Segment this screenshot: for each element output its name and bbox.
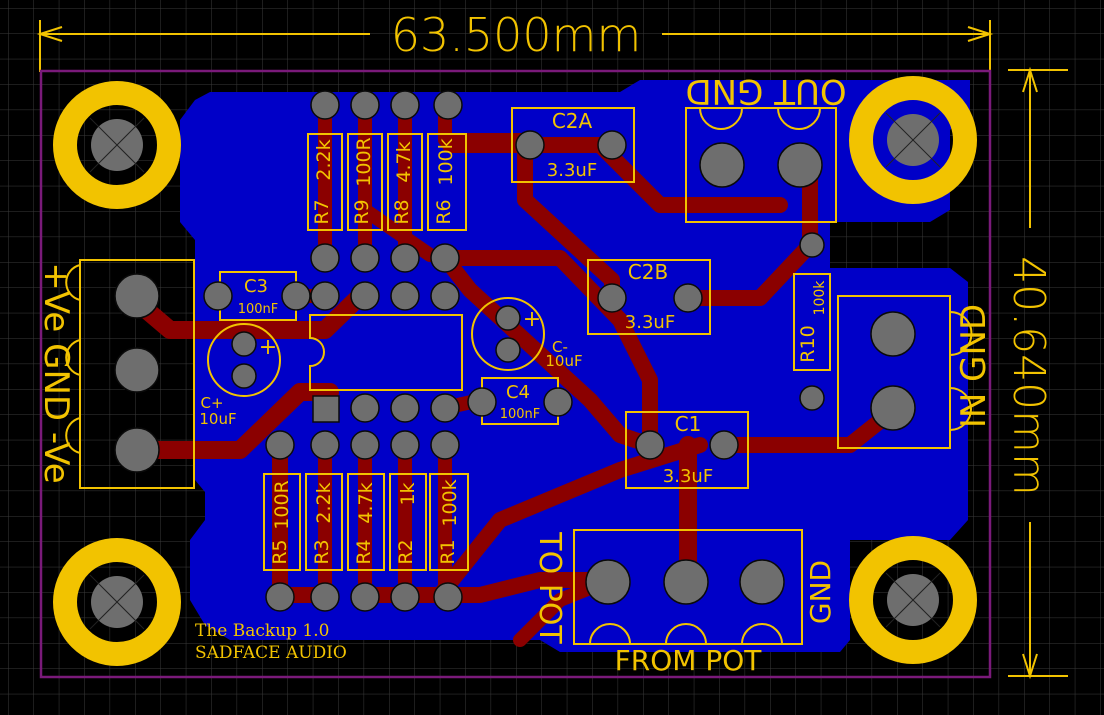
capacitor-c2a: C2A 3.3uF: [511, 107, 635, 183]
c-minus-value: 10uF: [545, 352, 582, 370]
c2b-ref: C2B: [628, 260, 668, 284]
resistor-r2: R2 1k: [389, 473, 427, 571]
board-outline: [39, 69, 992, 679]
power-connector: +Ve GND -Ve: [36, 259, 195, 489]
resistor-r4: R4 4.7k: [347, 473, 385, 571]
capacitor-c-plus: + C+ 10uF: [199, 323, 281, 428]
r10-value: 100k: [812, 280, 828, 316]
c1-ref: C1: [675, 412, 702, 436]
r3-value: 2.2k: [313, 482, 335, 523]
r1-value: 100k: [439, 479, 461, 526]
height-dimension-label: 40.640mm: [1003, 256, 1054, 496]
r8-ref: R8: [391, 199, 413, 224]
capacitor-c4: C4 100nF: [467, 377, 573, 425]
bottom-header-pads: [265, 582, 463, 612]
c1-value: 3.3uF: [663, 466, 713, 487]
lower-pad-rows: [265, 393, 460, 460]
c3-value: 100nF: [238, 302, 279, 317]
mounting-hole-bottom-right: [849, 536, 977, 664]
r7-value: 2.2k: [313, 139, 335, 180]
resistor-r6: R6 100k: [427, 133, 467, 231]
svg-text:+: +: [259, 335, 277, 360]
input-connector-label: IN GND: [954, 304, 994, 428]
r2-value: 1k: [397, 482, 419, 505]
width-dimension-label: 63.500mm: [391, 8, 642, 62]
top-header-pads: [310, 90, 463, 120]
mounting-hole-top-left: [53, 81, 181, 209]
r7-ref: R7: [311, 199, 333, 224]
r6-value: 100k: [435, 138, 457, 185]
mounting-hole-bottom-left: [53, 538, 181, 666]
r2-ref: R2: [395, 539, 417, 564]
c3-ref: C3: [244, 276, 268, 297]
board-credits: The Backup 1.0 SADFACE AUDIO: [195, 621, 347, 663]
output-connector: OUT GND: [685, 71, 847, 223]
r10-ref: R10: [797, 325, 819, 362]
r4-value: 4.7k: [355, 482, 377, 523]
output-connector-label: OUT GND: [685, 71, 846, 111]
capacitor-c3: C3 100nF: [203, 271, 311, 321]
c4-ref: C4: [506, 382, 530, 403]
pot-gnd-label: GND: [804, 560, 837, 624]
r5-ref: R5: [269, 539, 291, 564]
svg-text:+: +: [523, 307, 541, 332]
c2b-value: 3.3uF: [625, 312, 675, 333]
c2a-ref: C2A: [552, 109, 593, 133]
r9-ref: R9: [351, 199, 373, 224]
mounting-hole-top-right: [849, 76, 977, 204]
c-plus-value: 10uF: [199, 410, 236, 428]
capacitor-c2b: C2B 3.3uF: [587, 259, 711, 335]
power-connector-label: +Ve GND -Ve: [36, 262, 76, 483]
width-dimension: 63.500mm: [36, 8, 994, 72]
c-plus-ref: C+: [200, 394, 223, 412]
r5-value: 100R: [271, 480, 293, 529]
c4-value: 100nF: [500, 407, 541, 422]
r8-value: 4.7k: [393, 141, 415, 182]
resistor-r5: R5 100R: [263, 473, 301, 571]
r6-ref: R6: [433, 199, 455, 224]
c2a-value: 3.3uF: [547, 160, 597, 181]
r9-value: 100R: [353, 137, 375, 186]
c-minus-ref: C-: [552, 338, 568, 356]
height-dimension: 40.640mm: [1003, 66, 1068, 680]
input-connector: IN GND: [837, 295, 994, 449]
from-pot-label: FROM POT: [615, 644, 763, 677]
credit-maker: SADFACE AUDIO: [195, 643, 347, 663]
credit-title: The Backup 1.0: [195, 621, 329, 641]
to-pot-label: TO POT: [532, 531, 567, 644]
resistor-r3: R3 2.2k: [305, 473, 343, 571]
ic-footprint: [309, 314, 463, 391]
pot-connector: TO POT FROM POT GND: [532, 529, 837, 677]
r3-ref: R3: [311, 539, 333, 564]
capacitor-c-minus: + C- 10uF: [471, 297, 583, 371]
r4-ref: R4: [353, 539, 375, 564]
resistor-r8: R8 4.7k: [387, 133, 423, 231]
upper-pad-rows: [310, 243, 460, 311]
capacitor-c1: C1 3.3uF: [625, 411, 749, 489]
resistor-r9: R9 100R: [347, 133, 383, 231]
resistor-r7: R7 2.2k: [307, 133, 343, 231]
r1-ref: R1: [437, 539, 459, 564]
resistor-r10: R10 100k: [793, 232, 831, 411]
resistor-r1: R1 100k: [429, 473, 469, 571]
